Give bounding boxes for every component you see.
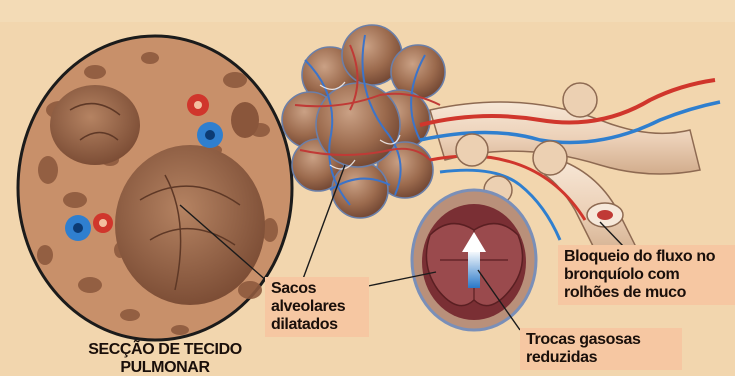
alveolar-cluster [282,25,445,218]
label-dilated-sacs: Sacos alveolares dilatados [265,277,369,337]
alveolus-cross-section [412,190,536,330]
label-mucus-blockage: Bloqueio do fluxo no bronquíolo com rolh… [558,245,735,305]
lung-tissue-section [18,36,292,340]
label-reduced-gas-exchange: Trocas gasosas reduzidas [520,328,682,370]
label-lung-tissue-section: SECÇÃO DE TECIDO PULMONAR [65,341,265,376]
